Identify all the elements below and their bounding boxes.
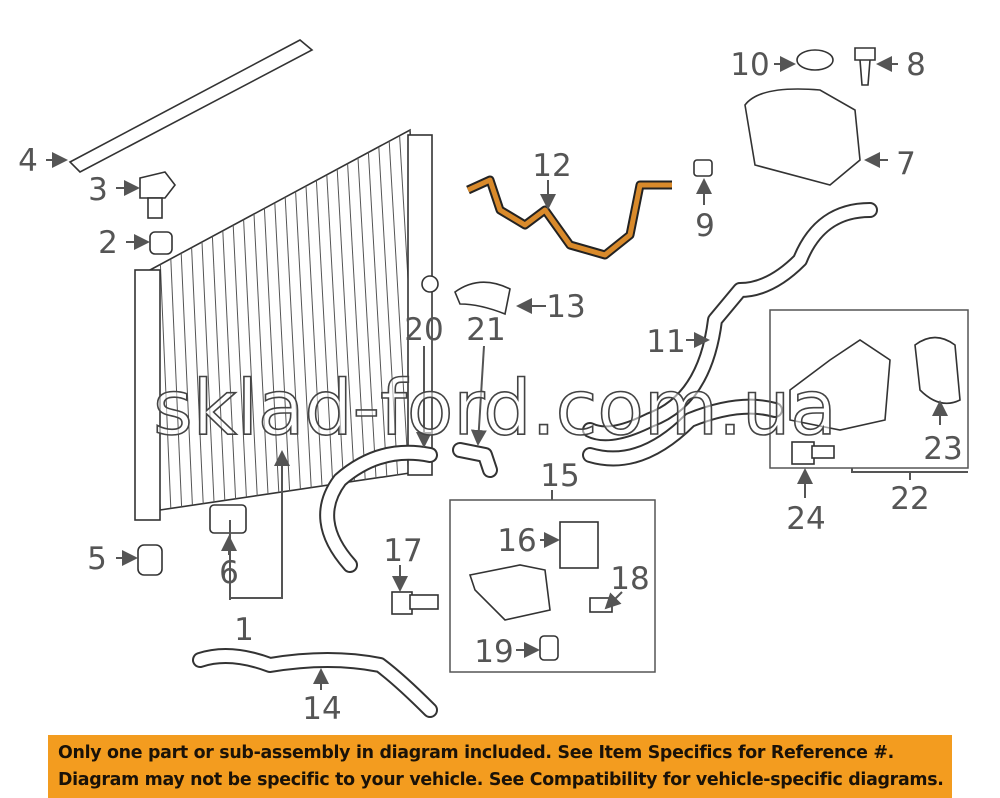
callout-4: 4 [18, 143, 38, 179]
radiator-fin [315, 180, 334, 485]
radiator-fin [232, 225, 247, 498]
radiator-fin [243, 219, 258, 496]
callout-23: 23 [923, 431, 962, 467]
callout-19: 19 [474, 634, 513, 670]
radiator-fin [367, 152, 388, 477]
radiator-fin [357, 157, 377, 479]
radiator-fin [284, 197, 301, 490]
hose-part-11 [582, 202, 878, 467]
callout-17: 17 [383, 533, 422, 569]
radiator-fin [180, 253, 193, 506]
radiator-fin [388, 141, 409, 474]
bracket-part-6 [209, 504, 247, 534]
watermark: sklad-ford.com.ua [153, 363, 837, 452]
callout-22: 22 [890, 481, 929, 517]
callout-12: 12 [532, 148, 571, 184]
bushing-part-2 [149, 231, 173, 255]
callout-14: 14 [302, 691, 341, 727]
radiator-fin [326, 174, 345, 483]
callout-2: 2 [98, 225, 118, 261]
callout-7: 7 [896, 146, 916, 182]
hose-part-13 [454, 281, 511, 316]
callout-10: 10 [730, 47, 769, 83]
thermostat-box-part-22 [769, 309, 969, 469]
callout-6: 6 [219, 555, 239, 591]
radiator-fin [263, 208, 280, 493]
reservoir-part-7 [693, 47, 876, 186]
bolt-part-17 [391, 591, 439, 615]
cap-part-10 [796, 49, 834, 71]
callout-1: 1 [234, 612, 254, 648]
disclaimer-line-1: Only one part or sub-assembly in diagram… [58, 743, 894, 763]
gasket-part-23 [914, 336, 961, 405]
gasket-part-16 [559, 521, 599, 569]
radiator-fin [305, 185, 323, 487]
hose-part-20 [319, 442, 498, 573]
bolt-part-8 [854, 47, 876, 86]
callout-11: 11 [646, 324, 685, 360]
callout-24: 24 [786, 501, 825, 537]
callout-20: 20 [404, 312, 443, 348]
radiator-fin [191, 247, 204, 504]
bushing-part-5 [137, 544, 163, 576]
leader-lines [46, 56, 968, 690]
bolt-part-24 [791, 441, 835, 465]
radiator-fin [274, 202, 291, 491]
callout-16: 16 [497, 523, 536, 559]
callout-8: 8 [906, 47, 926, 83]
disclaimer-banner: Only one part or sub-assembly in diagram… [48, 735, 952, 798]
radiator-fin [170, 258, 183, 507]
radiator-part-1 [134, 128, 439, 521]
radiator-fin [336, 169, 355, 482]
seal-strip-part-4 [68, 39, 314, 173]
callout-13: 13 [546, 289, 585, 325]
hose-part-12 [466, 175, 672, 260]
callout-21: 21 [466, 312, 505, 348]
callout-18: 18 [610, 561, 649, 597]
disclaimer-line-2: Diagram may not be specific to your vehi… [58, 770, 944, 790]
radiator-fin [201, 241, 215, 503]
callout-labels: 1 2 3 4 5 6 7 8 9 10 11 12 13 14 15 16 1… [18, 47, 963, 727]
callout-15: 15 [540, 458, 579, 494]
callout-3: 3 [88, 172, 108, 208]
radiator-fin [378, 146, 399, 475]
plug-part-19 [539, 635, 559, 661]
bolt-part-3 [139, 171, 177, 219]
radiator-fin [222, 230, 237, 499]
radiator-fin [347, 163, 366, 480]
radiator-fin [253, 213, 269, 495]
radiator-fin [159, 264, 172, 509]
plug-part-9 [693, 159, 713, 177]
hose-part-14 [192, 648, 438, 718]
callout-5: 5 [87, 541, 107, 577]
radiator-fin [211, 236, 226, 501]
callout-9: 9 [695, 208, 715, 244]
radiator-fin [295, 191, 312, 488]
